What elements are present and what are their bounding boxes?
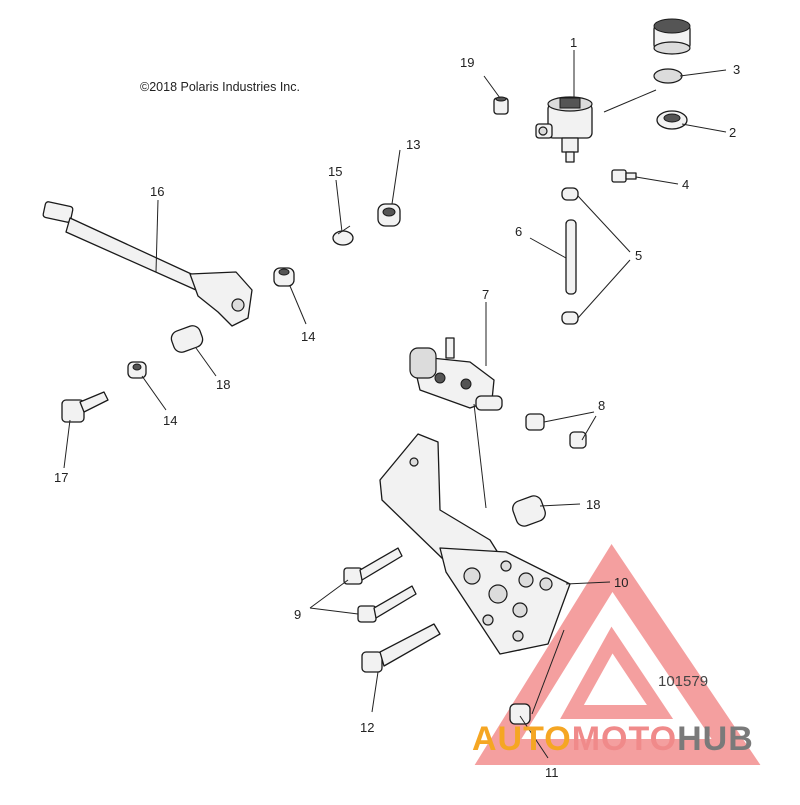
part-clamp-upper: [561, 187, 579, 201]
part-bushing-14-upper: [273, 267, 295, 287]
part-spacer-upper: [170, 325, 204, 353]
part-clamp-lower: [561, 311, 579, 325]
callout-8: 8: [598, 398, 605, 413]
part-bolt-9b: [357, 585, 417, 623]
part-pedal-bracket: [379, 433, 571, 655]
callout-16: 16: [150, 184, 164, 199]
watermark-moto: MOTO: [572, 720, 677, 758]
leader-lines: [63, 50, 727, 759]
watermark-logo: [474, 544, 761, 765]
callout-labels: 1 2 3 4 5 6 7 8 9 10 11 12 13 14 14 15 1…: [54, 35, 740, 780]
callout-11: 11: [545, 765, 559, 780]
callout-18-upper: 18: [216, 377, 230, 392]
part-hose: [565, 219, 577, 295]
part-bolt-9a: [343, 547, 403, 585]
part-cap: [653, 18, 691, 55]
watermark-auto: AUTO: [472, 720, 572, 758]
callout-14-lower: 14: [163, 413, 177, 428]
callout-1: 1: [570, 35, 577, 50]
callout-17: 17: [54, 470, 68, 485]
watermark-hub: HUB: [677, 720, 754, 758]
part-spacer-lower: [512, 495, 546, 527]
callout-10: 10: [614, 575, 628, 590]
copyright-text: ©2018 Polaris Industries Inc.: [140, 80, 300, 94]
part-bushing-14-lower: [127, 361, 147, 379]
part-bushing-13: [377, 203, 401, 227]
part-bolt-12: [361, 623, 441, 673]
watermark-text: AUTOMOTOHUB: [472, 720, 754, 758]
callout-19: 19: [460, 55, 474, 70]
part-screw: [611, 169, 637, 183]
part-bolt-17: [61, 391, 109, 423]
part-master-cylinder: [409, 337, 503, 411]
callout-9: 9: [294, 607, 301, 622]
callout-18-lower: 18: [586, 497, 600, 512]
watermark-triangle: [474, 544, 761, 765]
callout-4: 4: [682, 177, 689, 192]
callout-13: 13: [406, 137, 420, 152]
part-reservoir: [535, 96, 593, 163]
part-diaphragm: [653, 68, 683, 84]
callout-14-upper: 14: [301, 329, 315, 344]
part-nut-8a: [525, 413, 545, 431]
callout-6: 6: [515, 224, 522, 239]
part-clip: [332, 225, 354, 246]
part-nut: [493, 96, 509, 115]
part-pushrod: [42, 201, 253, 327]
callout-3: 3: [733, 62, 740, 77]
callout-7: 7: [482, 287, 489, 302]
callout-5: 5: [635, 248, 642, 263]
diagram-number: 101579: [658, 673, 708, 690]
watermark-inner-triangle: [560, 626, 674, 719]
callout-2: 2: [729, 125, 736, 140]
callout-12: 12: [360, 720, 374, 735]
part-nut-8b: [569, 431, 587, 449]
part-seal: [656, 110, 688, 130]
callout-15: 15: [328, 164, 342, 179]
part-nut-11: [509, 703, 531, 725]
